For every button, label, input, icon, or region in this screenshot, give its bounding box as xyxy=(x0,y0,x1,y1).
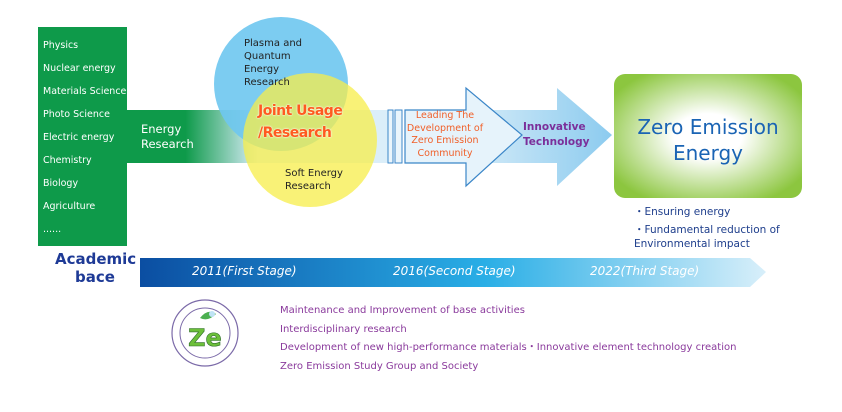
joint-line-1: Joint Usage xyxy=(258,103,343,119)
goal-box xyxy=(614,74,802,198)
goal-bullet: ・Ensuring energy xyxy=(634,206,731,218)
field-item: Agriculture xyxy=(43,201,96,212)
innovative-label: Innovative Technology xyxy=(523,121,590,148)
field-item: Biology xyxy=(43,178,79,189)
stage-3: 2022(Third Stage) xyxy=(590,264,700,278)
field-item: Photo Science xyxy=(43,109,110,120)
activity-item: Development of new high-performance mate… xyxy=(280,342,737,353)
plasma-label: Plasma and Quantum Energy Research xyxy=(244,38,303,88)
svg-text:Ze: Ze xyxy=(188,324,222,352)
joint-usage-label: Joint Usage /Research xyxy=(258,100,343,144)
bar-2 xyxy=(394,109,403,164)
field-item: Electric energy xyxy=(43,132,115,143)
stage-1: 2011(First Stage) xyxy=(192,264,297,278)
goal-title: Zero Emission Energy xyxy=(637,115,779,165)
field-item: Materials Science xyxy=(43,86,127,97)
academic-base-label: Academic bace xyxy=(55,250,137,286)
energy-research-label: Energy Research xyxy=(141,122,194,151)
logo: Ze xyxy=(171,299,239,367)
leading-label: Leading The Development of Zero Emission… xyxy=(406,110,484,159)
joint-line-2: /Research xyxy=(258,125,332,141)
field-item: ...... xyxy=(43,224,62,235)
timeline-arrow xyxy=(140,258,766,287)
academic-base-column xyxy=(38,27,127,246)
leading-arrow xyxy=(404,86,523,188)
stage-2: 2016(Second Stage) xyxy=(393,264,516,278)
activity-item: Maintenance and Improvement of base acti… xyxy=(280,305,525,316)
field-item: Chemistry xyxy=(43,155,92,166)
field-item: Physics xyxy=(43,40,79,51)
bar-1 xyxy=(387,109,394,164)
goal-bullets: ・Ensuring energy ・Fundamental reduction … xyxy=(634,205,799,251)
activity-list: Maintenance and Improvement of base acti… xyxy=(280,302,736,376)
field-list: Physics Nuclear energy Materials Science… xyxy=(43,34,126,241)
soft-label: Soft Energy Research xyxy=(285,168,343,192)
goal-bullet: ・Fundamental reduction of Environmental … xyxy=(634,224,780,250)
big-arrow xyxy=(466,88,612,186)
activity-item: Interdisciplinary research xyxy=(280,323,407,335)
soft-circle xyxy=(243,73,377,207)
activity-item: Zero Emission Study Group and Society xyxy=(280,360,479,372)
field-item: Nuclear energy xyxy=(43,63,116,74)
